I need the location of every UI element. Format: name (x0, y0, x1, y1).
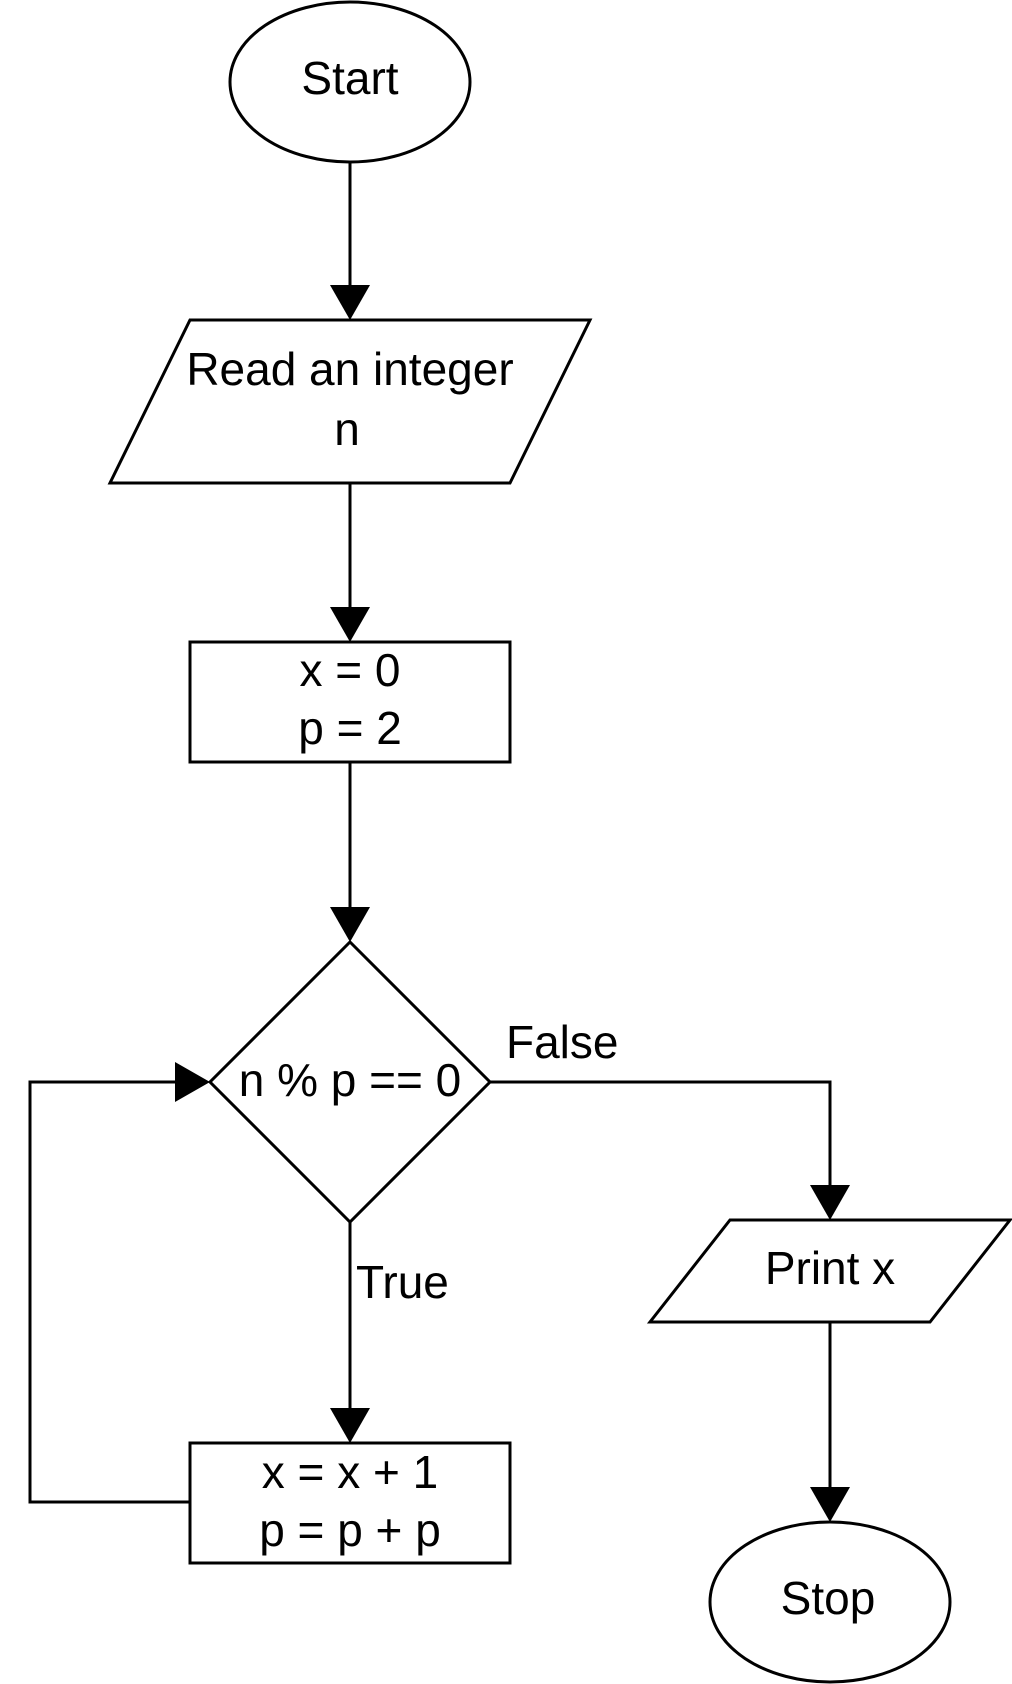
arrowhead-start-read (330, 285, 370, 320)
true-label: True (356, 1256, 449, 1308)
print-output-node (646, 1218, 1012, 1324)
false-label: False (506, 1016, 618, 1068)
update-label-line1: x = x + 1 (262, 1446, 438, 1498)
read-label-line1: Read an integer (186, 343, 513, 395)
update-process-node (188, 1441, 512, 1565)
print-label: Print x (765, 1242, 895, 1294)
start-label: Start (301, 52, 398, 104)
stop-terminal (708, 1520, 952, 1684)
edge-false-print (490, 1080, 832, 1190)
arrowhead-true-update (330, 1408, 370, 1443)
edge-loop-back (28, 1080, 190, 1504)
arrowhead-print-stop (810, 1487, 850, 1522)
init-label-line1: x = 0 (299, 644, 400, 696)
init-process-node (188, 640, 512, 764)
arrowhead-read-init (330, 607, 370, 642)
decision-label: n % p == 0 (239, 1054, 462, 1106)
arrowhead-init-decision (330, 907, 370, 942)
stop-label: Stop (781, 1572, 876, 1624)
read-label-line2: n (334, 403, 360, 455)
arrowhead-false-print (810, 1185, 850, 1220)
arrowhead-loop-back (175, 1062, 210, 1102)
init-label-line2: p = 2 (298, 702, 402, 754)
update-label-line2: p = p + p (259, 1504, 441, 1556)
read-input-node (107, 318, 593, 485)
